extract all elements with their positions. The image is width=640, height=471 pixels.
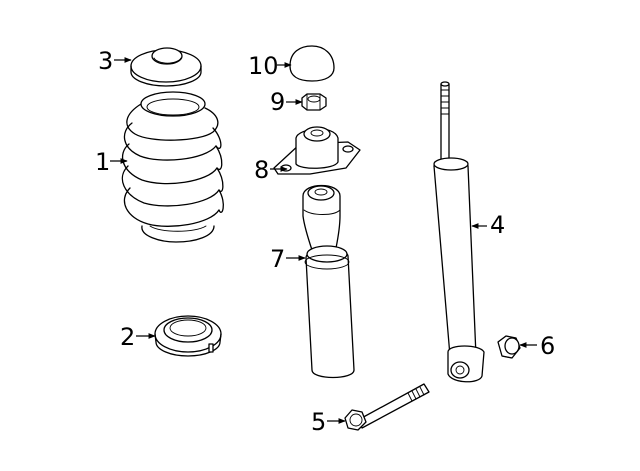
part-6-nut xyxy=(497,335,521,359)
callout-7-number: 7 xyxy=(270,245,285,273)
part-2-lower-spring-seat xyxy=(154,315,222,357)
part-1-coil-spring xyxy=(121,91,224,243)
callout-8-number: 8 xyxy=(254,156,269,184)
callout-8: 8 xyxy=(254,156,288,184)
part-5-bolt xyxy=(344,383,430,431)
callout-4-number: 4 xyxy=(490,211,505,239)
callout-9: 9 xyxy=(270,88,303,116)
part-4-shock-absorber xyxy=(433,81,485,383)
callout-7: 7 xyxy=(270,245,306,273)
callout-9-number: 9 xyxy=(270,88,285,116)
callout-3: 3 xyxy=(98,47,132,75)
part-9-nut xyxy=(301,93,327,111)
callout-3-number: 3 xyxy=(98,47,113,75)
callout-2: 2 xyxy=(120,323,156,351)
callout-5-number: 5 xyxy=(311,408,326,436)
callout-5: 5 xyxy=(311,408,346,436)
callout-2-number: 2 xyxy=(120,323,135,351)
part-10-cap xyxy=(289,45,335,82)
callout-1-number: 1 xyxy=(95,148,110,176)
part-7-bump-stop-boot xyxy=(302,184,355,379)
callout-4: 4 xyxy=(471,211,505,239)
callout-10-number: 10 xyxy=(248,52,279,80)
callout-1: 1 xyxy=(95,148,128,176)
part-3-upper-spring-seat xyxy=(130,47,202,87)
callout-10: 10 xyxy=(248,52,292,80)
callout-6: 6 xyxy=(519,332,555,360)
callout-6-number: 6 xyxy=(540,332,555,360)
part-8-upper-mount xyxy=(273,126,361,175)
